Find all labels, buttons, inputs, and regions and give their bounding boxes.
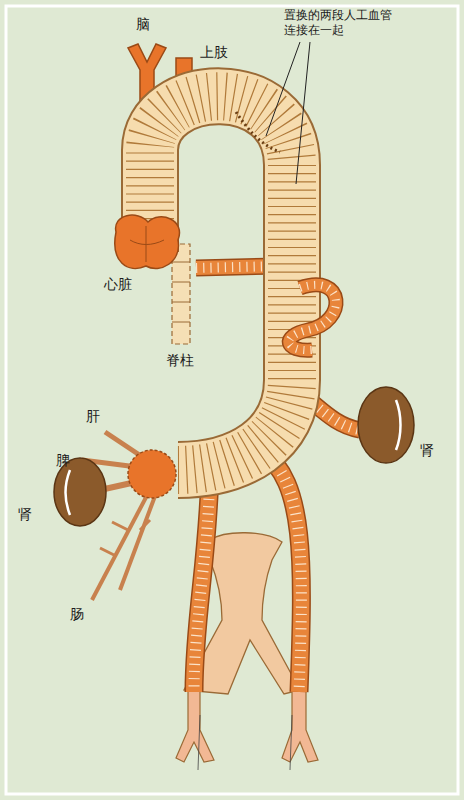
coiled-graft [289, 285, 336, 350]
organ-label: 脑 [136, 16, 150, 33]
aortic-graft [150, 96, 292, 470]
sutures [198, 715, 292, 770]
organ-label: 肠 [70, 606, 84, 623]
right-kidney [358, 387, 414, 463]
left-iliac [176, 690, 214, 762]
organ-label: 肾 [18, 506, 32, 523]
organ-label: 肝 [86, 408, 100, 425]
visceral-patch [128, 450, 176, 498]
organ-label: 心脏 [104, 276, 132, 293]
organ-label: 上肢 [200, 44, 228, 61]
heart [115, 215, 180, 268]
left-kidney [54, 458, 106, 526]
right-iliac [282, 690, 318, 762]
organ-label: 脾 [56, 452, 70, 469]
leader-line [266, 42, 310, 184]
frame [6, 6, 458, 794]
organ-label: 脊柱 [166, 352, 194, 369]
organ-label: 肾 [420, 442, 434, 459]
note-text: 置换的两段人工血管 连接在一起 [284, 8, 400, 38]
